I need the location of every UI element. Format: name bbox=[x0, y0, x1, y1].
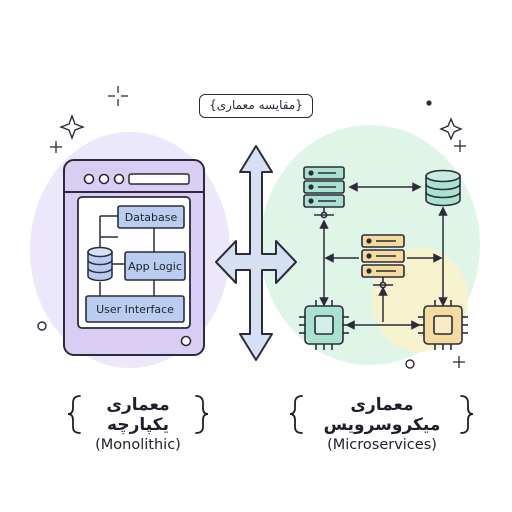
four-way-arrow-icon bbox=[215, 145, 297, 361]
app-logic-layer-label: App Logic bbox=[128, 260, 182, 273]
window-dot-icon bbox=[98, 173, 110, 185]
comparison-title: {مقایسه معماری} bbox=[199, 94, 313, 118]
plus-sparkle-icon bbox=[454, 140, 466, 152]
database-cylinder-icon bbox=[425, 169, 461, 207]
microservices-label-en: (Microservices) bbox=[327, 437, 437, 453]
database-layer-box bbox=[117, 205, 185, 229]
cpu-chip-icon bbox=[299, 300, 349, 350]
server-icon bbox=[303, 166, 345, 219]
monolith-window: Database App Logic User Interface bbox=[63, 159, 205, 356]
dot-decoration bbox=[37, 321, 47, 331]
microservices-label: معماری میکروسرویس (Microservices) bbox=[300, 395, 464, 455]
layer-connectors bbox=[99, 215, 155, 296]
brace-decoration bbox=[67, 395, 474, 434]
app-logic-layer-box bbox=[124, 251, 186, 281]
dot-decoration bbox=[405, 359, 415, 369]
plus-sparkle-icon bbox=[453, 356, 465, 368]
home-button-icon bbox=[180, 335, 192, 347]
sparkle-icon bbox=[59, 114, 85, 140]
address-bar bbox=[128, 173, 190, 185]
plus-sparkle-icon bbox=[50, 141, 62, 153]
sparkle-icon bbox=[439, 117, 463, 141]
window-dot-icon bbox=[113, 173, 125, 185]
plus-sparkle-icon bbox=[108, 86, 128, 106]
user-interface-layer-box bbox=[85, 295, 185, 323]
window-dot-icon bbox=[83, 173, 95, 185]
cpu-chip-icon bbox=[418, 300, 468, 350]
microservices-label-fa: معماری میکروسرویس bbox=[323, 395, 441, 435]
dot-decoration bbox=[426, 100, 432, 106]
monolithic-label-en: (Monolithic) bbox=[95, 437, 181, 453]
database-layer-label: Database bbox=[125, 211, 178, 224]
monolithic-label: معماری یکپارچه (Monolithic) bbox=[78, 395, 198, 455]
database-cylinder-icon bbox=[87, 246, 113, 282]
microservices-connectors bbox=[319, 182, 448, 330]
server-icon bbox=[361, 234, 405, 289]
user-interface-layer-label: User Interface bbox=[96, 303, 174, 316]
monolithic-label-fa: معماری یکپارچه bbox=[106, 395, 170, 435]
